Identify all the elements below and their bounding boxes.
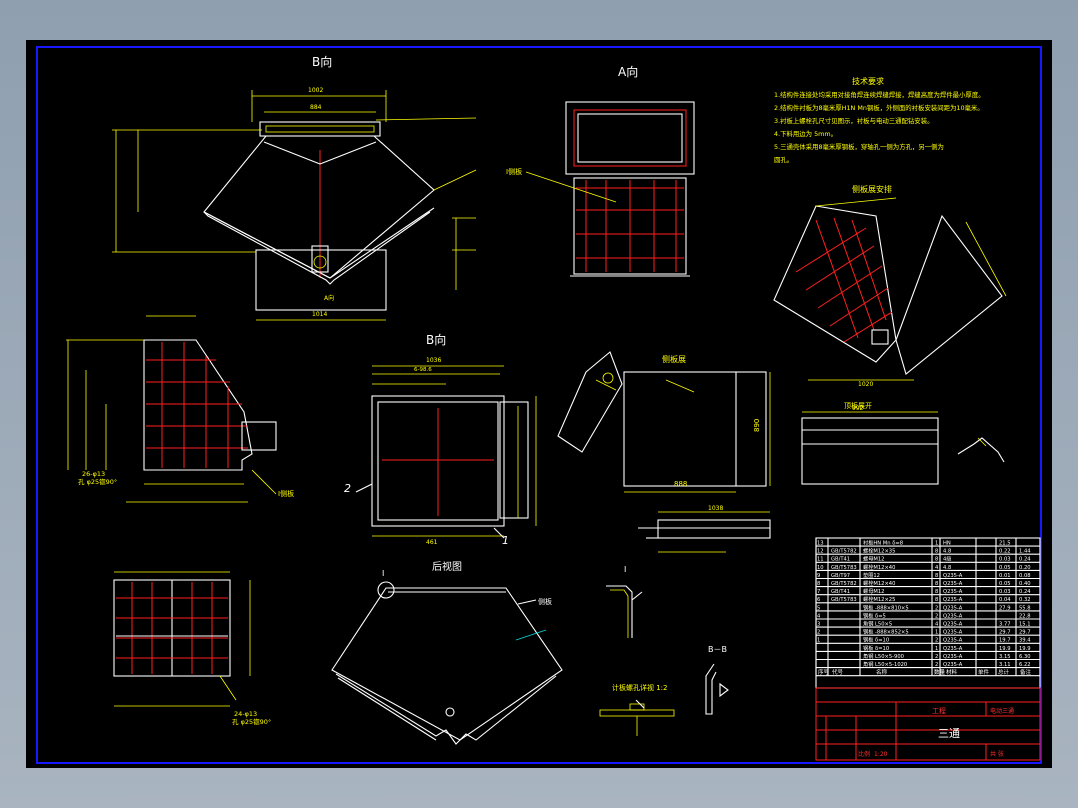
drawing-sheet: B向 1002 884 1014 <box>26 40 1052 768</box>
bom-header: 序号代号名称数量材料单件总计备注 <box>818 668 1032 676</box>
hole-spec-1b: 孔 φ25锪90° <box>78 477 117 486</box>
notes-line-6: 圆孔。 <box>774 156 793 164</box>
technical-notes: 技术要求 1.结构件连接处均采用对接角焊连续焊缝焊接，焊缝高度为焊件最小厚度。 … <box>774 76 985 164</box>
b-view-top: B向 1002 884 1014 <box>112 54 477 321</box>
b-view-square: B向 1036 6-98.6 461 2 1 <box>344 332 537 547</box>
dim-flange-top: 1038 <box>708 505 723 512</box>
side-plate-development: 侧板展 888 890 <box>557 351 771 493</box>
title-drawing-name: 三通 <box>938 727 960 740</box>
dim-bottom-width: 1014 <box>312 311 327 318</box>
bottom-left-plate: 24-φ13 孔 φ25锪90° <box>113 571 271 726</box>
notes-line-4: 4.下料用边为 5mm。 <box>774 129 837 138</box>
detail-i: I <box>606 565 643 638</box>
dim-sq-outer: 1036 <box>426 357 441 364</box>
notes-title: 技术要求 <box>852 76 884 86</box>
view-title-b-mid: B向 <box>426 332 446 347</box>
section-bb: B－B <box>705 645 729 715</box>
drawing-border <box>36 46 1042 764</box>
title-scale: 1:20 <box>874 751 888 758</box>
top-plate-development: 顶板展开 992 <box>801 401 1005 485</box>
dim-sq-bottom: 461 <box>426 539 438 546</box>
dim-plate-w: 992 <box>852 405 864 412</box>
title-block: 工程 电动三通 三通 比例 1:20 共 张 <box>815 687 1041 761</box>
hole-spec-2: 24-φ13 <box>234 710 257 718</box>
view-title-section-bb: B－B <box>708 645 727 654</box>
notes-line-1: 1.结构件连接处均采用对接角焊连续焊缝焊接，焊缝高度为焊件最小厚度。 <box>774 90 985 99</box>
a-view: A向 Ⅰ侧板 <box>506 64 695 277</box>
left-plate-view: Ⅰ侧板 26-φ13 孔 φ25锪90° <box>66 315 294 503</box>
cad-drawing: B向 1002 884 1014 <box>66 54 1041 761</box>
side-plate-assembly: 侧板展安排 1020 <box>773 184 1007 388</box>
flange-strip: 1038 <box>638 505 771 553</box>
dim-side-h: 890 <box>753 419 761 432</box>
dim-top-inner: 884 <box>310 104 322 111</box>
rear-view: 后视图 I 侧板 <box>331 560 563 745</box>
dim-side-w: 888 <box>674 480 687 488</box>
dim-sq-pitch: 6-98.6 <box>414 367 432 373</box>
view-title-top-plate: 顶板展开 <box>844 401 872 410</box>
view-title-detail-i: I <box>624 565 626 574</box>
view-title-b-top: B向 <box>312 54 332 69</box>
view-title-rear: 后视图 <box>432 560 462 573</box>
label-side-plate-left: Ⅰ侧板 <box>278 489 294 498</box>
label-a-dir-top: A向 <box>324 294 334 302</box>
label-side-plate-a: Ⅰ侧板 <box>506 167 522 176</box>
title-drawing-no: 电动三通 <box>990 707 1014 715</box>
notes-line-3: 3.衬板上螺栓孔尺寸见图示，衬板与电动三通配钻安装。 <box>774 116 933 125</box>
dim-top-width: 1002 <box>308 87 323 94</box>
view-title-side-plate: 侧板展 <box>662 354 686 364</box>
title-scale-label: 比例 <box>858 750 870 758</box>
label-rear-side-plate: 侧板 <box>538 597 552 606</box>
view-title-a: A向 <box>618 64 638 79</box>
notes-line-2: 2.结构件衬板为8毫米厚H1N Mn钢板，外侧面的衬板安装间距为10毫米。 <box>774 103 984 112</box>
detail-i-circle-label: I <box>382 569 384 578</box>
title-sheet: 共 张 <box>990 750 1004 758</box>
dim-assembly-bottom: 1020 <box>858 381 873 388</box>
hole-spec-2b: 孔 φ25锪90° <box>232 717 271 726</box>
bolt-detail: 计板螺孔详视 1:2 <box>599 683 675 736</box>
balloon-2: 2 <box>344 482 351 495</box>
title-project: 工程 <box>932 706 946 715</box>
notes-line-5: 5.三通壳体采用8毫米厚钢板，穿轴孔一侧为方孔，另一侧为 <box>774 142 944 151</box>
view-title-side-assembly: 侧板展安排 <box>852 184 892 194</box>
view-title-bolt-detail: 计板螺孔详视 1:2 <box>612 683 668 692</box>
hole-spec-1: 26-φ13 <box>82 470 105 478</box>
balloon-1: 1 <box>502 534 509 547</box>
